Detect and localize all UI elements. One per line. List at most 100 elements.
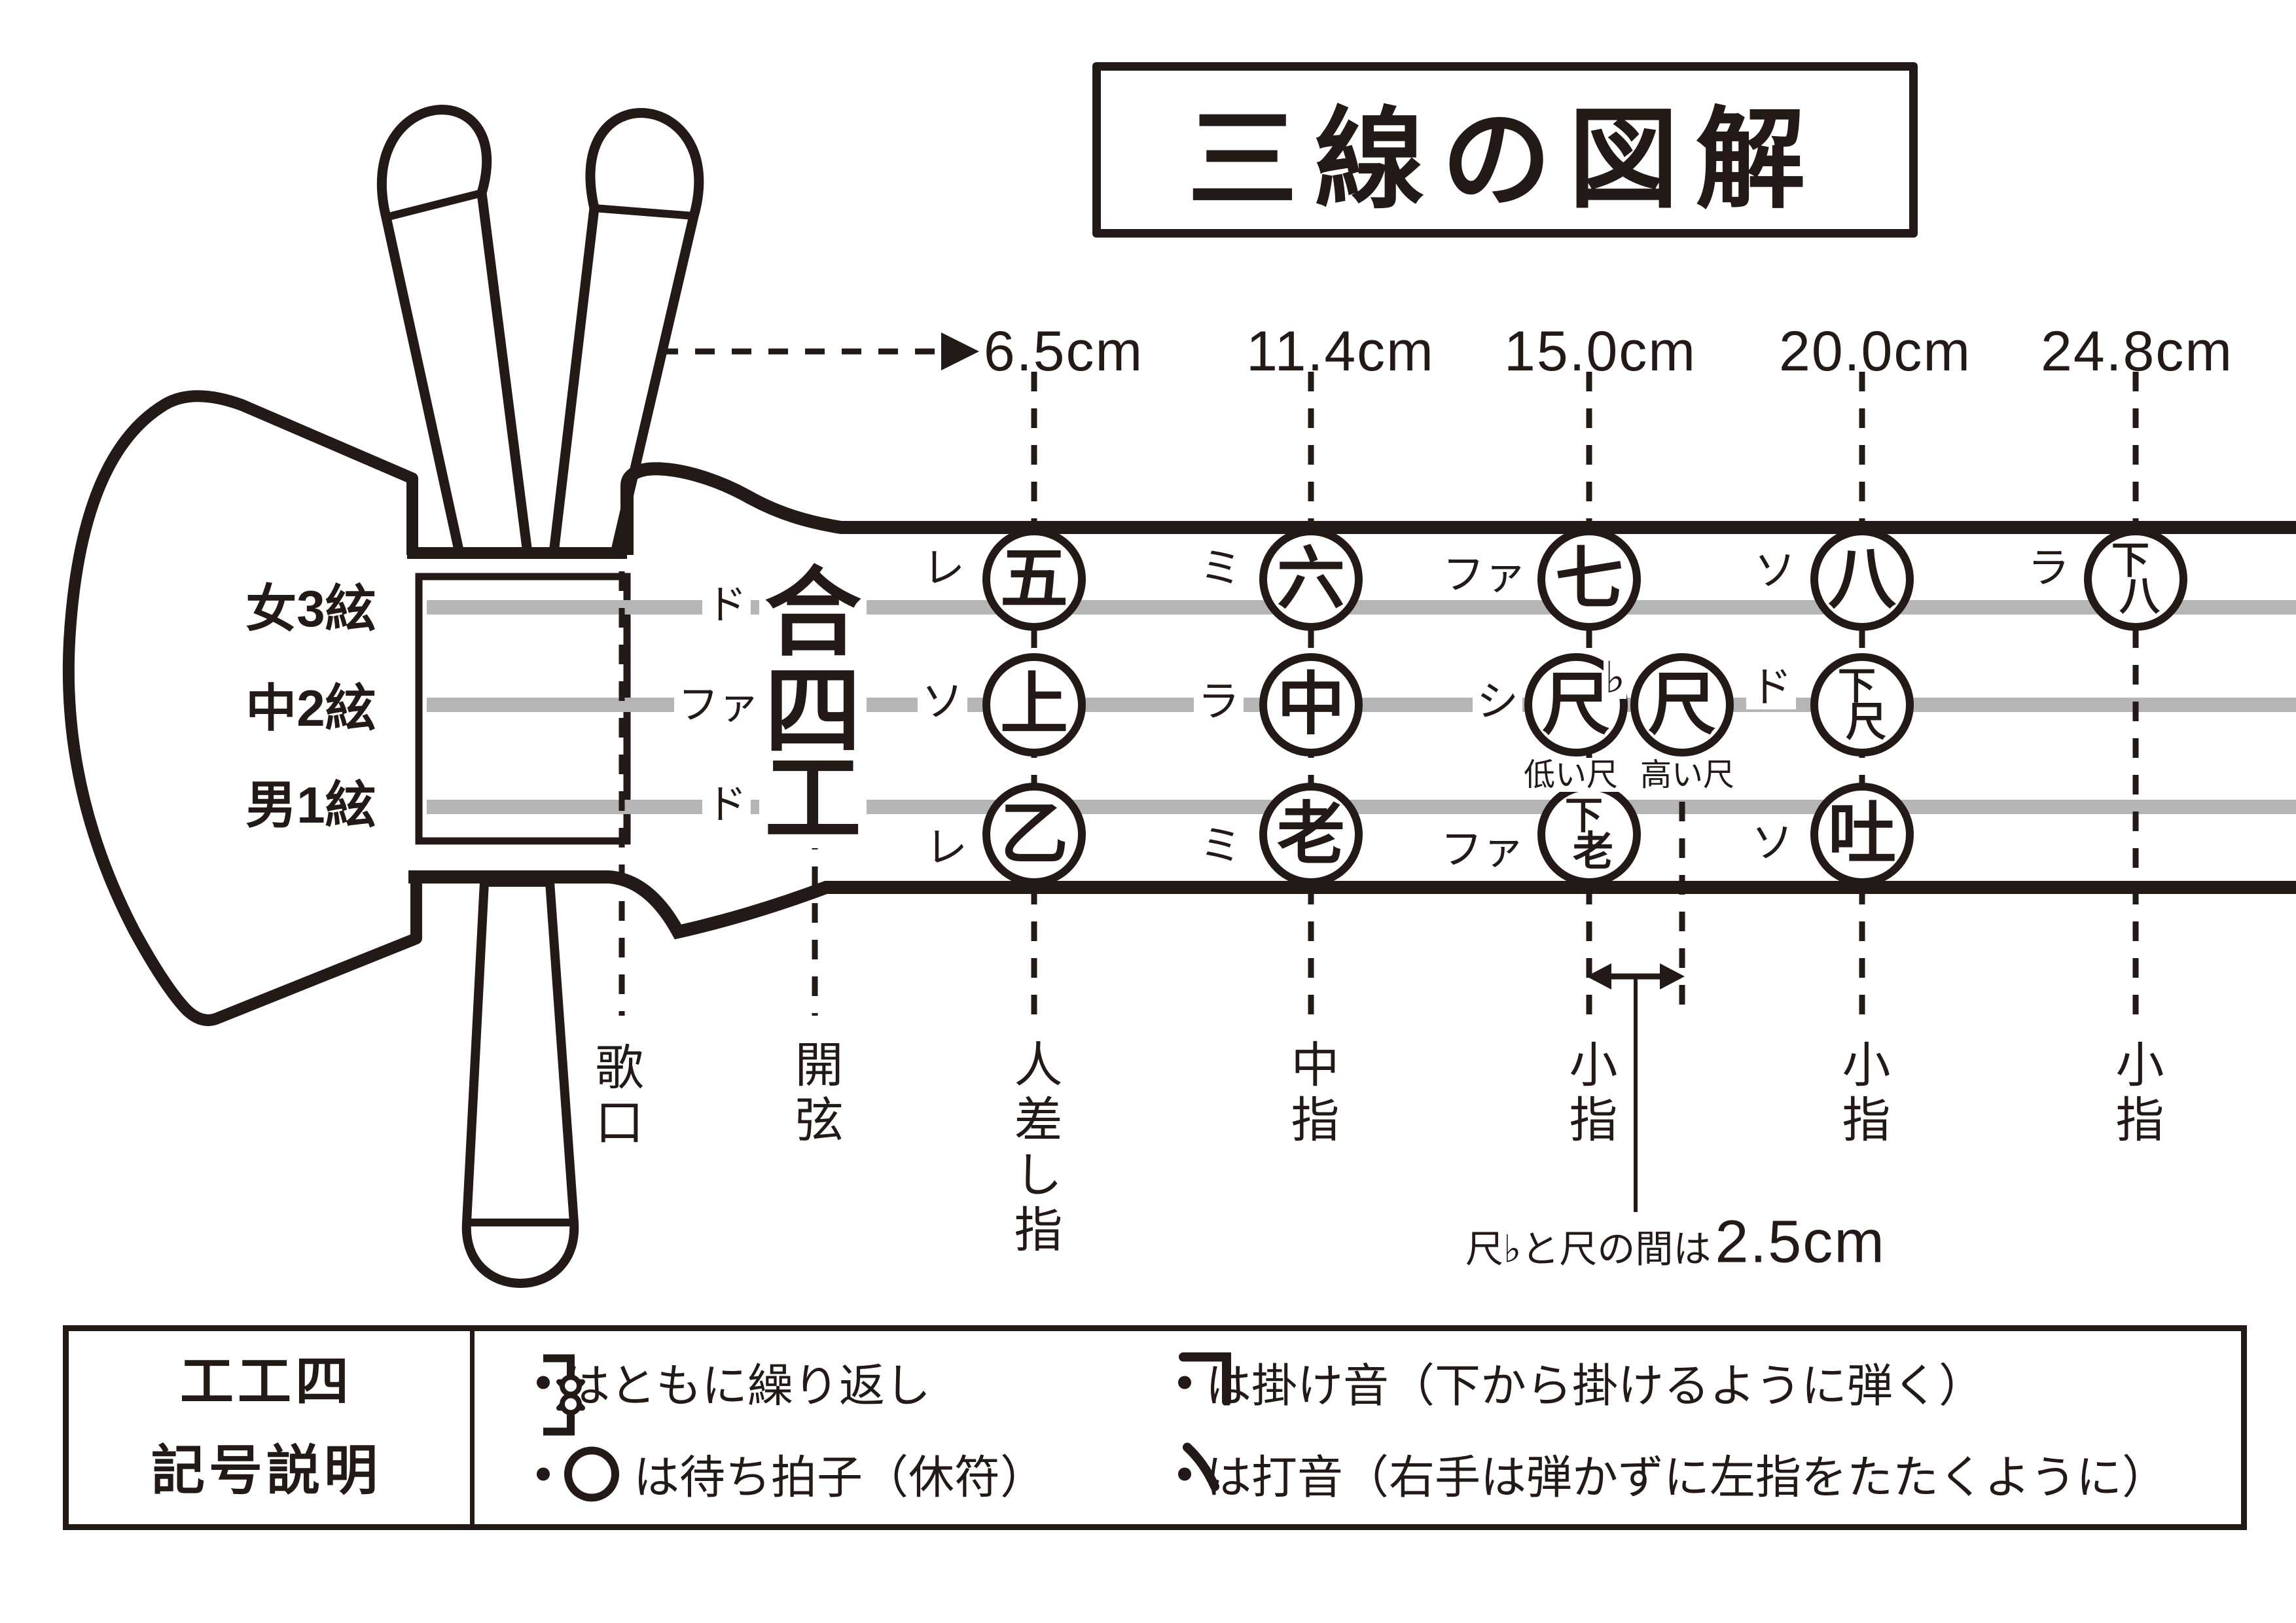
neck-bottom-edge bbox=[408, 870, 2296, 940]
legend-item-rest: は待ち拍子（休符） bbox=[537, 1441, 1046, 1507]
page-title: 三線の図解 bbox=[1187, 98, 1823, 221]
tuning-pegs-top bbox=[377, 105, 704, 558]
note-label: 中 bbox=[1276, 667, 1345, 743]
note-circle-shichi: 七 bbox=[1537, 527, 1641, 631]
measure-24-8cm: 24.8cm bbox=[2040, 320, 2234, 383]
peg-left bbox=[377, 105, 533, 558]
note-main-char: 尺 bbox=[1845, 700, 1886, 745]
arrowhead-left-icon bbox=[1587, 963, 1611, 990]
note-main-char: 八 bbox=[2119, 574, 2160, 620]
open-solfege-do2: ド bbox=[702, 783, 751, 827]
label-low-shaku: 低い尺 bbox=[1520, 759, 1621, 792]
measure-20-0cm: 20.0cm bbox=[1778, 320, 1972, 383]
label-little-finger-2: 小指 bbox=[1835, 1039, 1890, 1149]
note-sub-char: 下 bbox=[1564, 794, 1603, 837]
open-note-ai: 合 bbox=[759, 565, 867, 662]
rest-circle-icon bbox=[564, 1446, 619, 1501]
note-label: 七 bbox=[1554, 541, 1623, 617]
kana-fa3: ファ bbox=[1437, 827, 1528, 872]
kana-so2: ソ bbox=[918, 679, 967, 724]
measure-6-5cm: 6.5cm bbox=[983, 320, 1144, 383]
legend-header-1: 工工四 bbox=[179, 1352, 353, 1412]
note-main-char: 老 bbox=[1572, 829, 1613, 875]
open-note-shi: 四 bbox=[759, 664, 867, 760]
note-label: 老 bbox=[1276, 796, 1345, 872]
label-string2: 中2絃 bbox=[245, 679, 376, 737]
note-circle-tsu: 吐 bbox=[1810, 783, 1914, 886]
legend-item-kake: は掛け音（下から掛けるように弾く） bbox=[1178, 1349, 1984, 1416]
label-middle-finger: 中指 bbox=[1284, 1039, 1338, 1149]
legend-header-2: 記号説明 bbox=[151, 1441, 382, 1501]
open-note-ko: 工 bbox=[759, 751, 867, 848]
kana-re1: レ bbox=[919, 546, 969, 590]
legend-box bbox=[63, 1325, 2247, 1530]
bullet-icon bbox=[1178, 1376, 1191, 1389]
legend-text-kake: は掛け音（下から掛けるように弾く） bbox=[1206, 1360, 1984, 1412]
note-circle-shimo-ro: 下 老 bbox=[1537, 783, 1641, 886]
title-box: 三線の図解 bbox=[1092, 62, 1918, 238]
note-label: 尺 bbox=[1647, 667, 1716, 743]
kana-ra1: ラ bbox=[2024, 546, 2073, 590]
kana-fa1: ファ bbox=[1439, 552, 1530, 597]
distance-value: 2.5cm bbox=[1715, 1208, 1886, 1275]
note-circle-go: 五 bbox=[982, 527, 1086, 631]
note-sub-char: 下 bbox=[2111, 539, 2149, 582]
kana-shi: シ bbox=[1473, 679, 1522, 724]
distance-annotation: 尺♭と尺の間は 2.5cm bbox=[1465, 1208, 1886, 1277]
note-label: 吐 bbox=[1827, 796, 1896, 872]
open-solfege-do1: ド bbox=[702, 584, 751, 627]
kana-mi3: ミ bbox=[1196, 823, 1246, 868]
kana-re3: レ bbox=[922, 825, 971, 870]
measure-15-0cm: 15.0cm bbox=[1503, 320, 1697, 383]
note-label: 上 bbox=[999, 667, 1068, 743]
note-circle-chu: 中 bbox=[1259, 653, 1363, 757]
measure-11-4cm: 11.4cm bbox=[1246, 320, 1435, 383]
peg-right bbox=[548, 108, 704, 558]
legend-divider bbox=[470, 1325, 475, 1530]
note-label: 下 尺 bbox=[1838, 667, 1886, 743]
kana-mi1: ミ bbox=[1196, 546, 1246, 590]
note-circle-shaku-flat: 尺 ♭ bbox=[1524, 653, 1628, 757]
kana-so1: ソ bbox=[1750, 548, 1800, 593]
bullet-icon bbox=[537, 1467, 550, 1480]
note-circle-otsu: 乙 bbox=[982, 783, 1086, 886]
note-label: 乙 bbox=[999, 796, 1068, 872]
arrowhead-right-icon bbox=[941, 332, 979, 370]
peg-tip-lines bbox=[385, 189, 694, 221]
daon-tick-icon bbox=[1183, 1442, 1219, 1491]
label-utaguchi: 歌口 bbox=[588, 1042, 643, 1152]
label-little-finger-1: 小指 bbox=[1562, 1039, 1617, 1149]
headstock-outline bbox=[62, 390, 422, 1026]
open-solfege-fa: ファ bbox=[673, 684, 764, 727]
note-circle-roku: 六 bbox=[1259, 527, 1363, 631]
note-label: 六 bbox=[1276, 541, 1345, 617]
peg-bottom bbox=[461, 878, 579, 1288]
note-circle-jo: 上 bbox=[982, 653, 1086, 757]
legend-text-rest: は待ち拍子（休符） bbox=[634, 1452, 1046, 1503]
note-circle-shimo-hachi: 下 八 bbox=[2084, 527, 2187, 631]
note-sub-char: 下 bbox=[1837, 664, 1876, 707]
flat-sign: ♭ bbox=[1603, 653, 1626, 702]
label-string1: 男1絃 bbox=[245, 776, 376, 834]
note-label: 五 bbox=[999, 541, 1068, 617]
neck-top-edge bbox=[620, 462, 2296, 555]
bullet-icon bbox=[1178, 1467, 1191, 1480]
note-circle-ro: 老 bbox=[1259, 783, 1363, 886]
label-string3: 女3絃 bbox=[245, 580, 376, 637]
repeat-mark-end-icon bbox=[543, 1354, 582, 1436]
kana-ra2: ラ bbox=[1194, 679, 1244, 724]
arrowhead-right2-icon bbox=[1660, 963, 1685, 990]
note-circle-shaku: 尺 bbox=[1630, 653, 1734, 757]
note-label: 下 老 bbox=[1565, 796, 1613, 872]
distance-text: 尺♭と尺の間は bbox=[1465, 1228, 1712, 1271]
note-circle-shimo-shaku: 下 尺 bbox=[1810, 653, 1914, 757]
label-little-finger-3: 小指 bbox=[2109, 1039, 2163, 1149]
legend-item-repeat: はともに繰り返し bbox=[537, 1349, 931, 1436]
kake-hook-icon bbox=[1179, 1352, 1231, 1406]
kana-so3: ソ bbox=[1748, 821, 1797, 865]
note-label: 尺 bbox=[1541, 667, 1610, 743]
label-kaigen: 開弦 bbox=[788, 1039, 842, 1149]
note-label: 八 bbox=[1827, 541, 1896, 617]
label-index-finger: 人差し指 bbox=[1007, 1039, 1062, 1259]
